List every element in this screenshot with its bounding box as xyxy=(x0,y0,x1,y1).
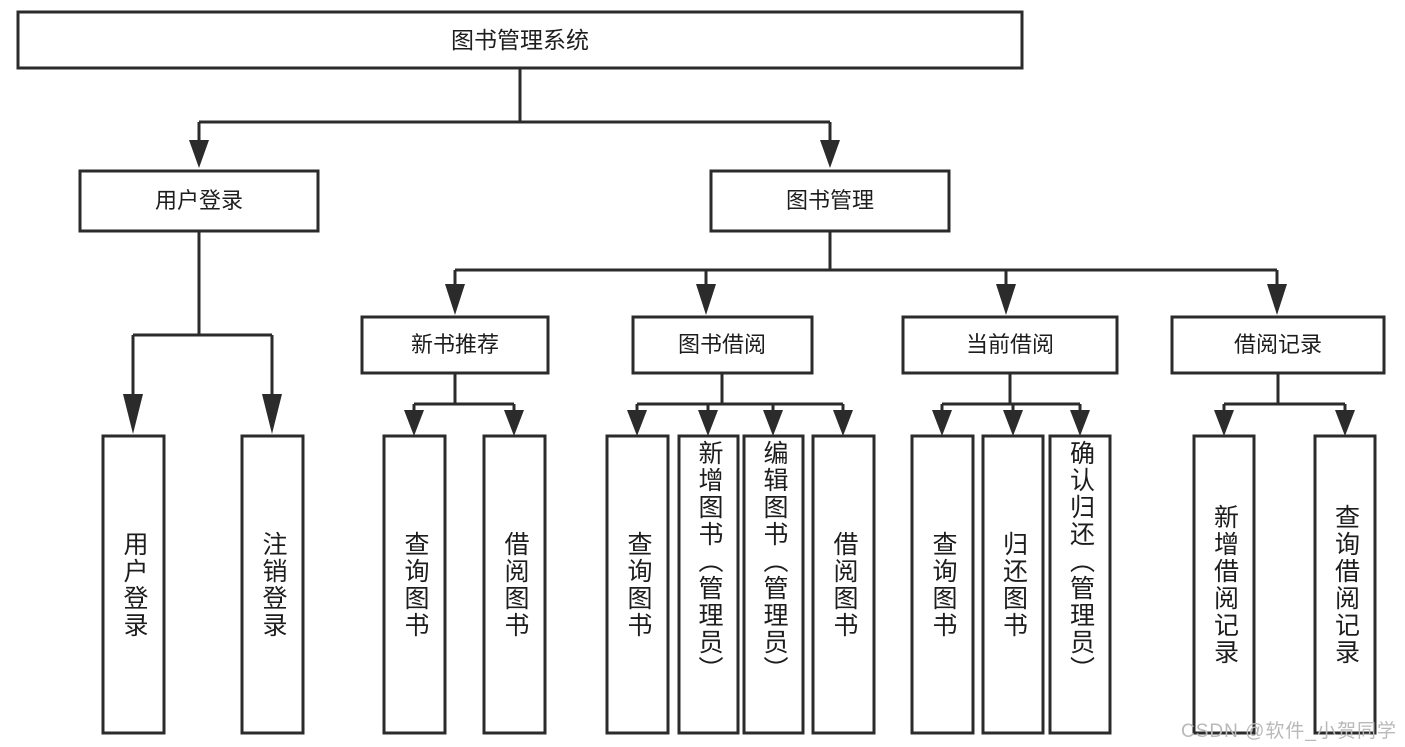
arrow-to-current-borrow xyxy=(996,284,1016,315)
arrow-to-leaf-query-book-3 xyxy=(932,410,952,436)
node-user-login[interactable]: 用户登录 xyxy=(78,169,320,233)
connector-book-management-to-level3 xyxy=(445,231,1287,315)
leaf-box-user-logout[interactable] xyxy=(240,434,305,735)
leaf-box-return-book[interactable] xyxy=(981,434,1045,735)
root-label: 图书管理系统 xyxy=(451,27,589,53)
node-new-book-recommend[interactable]: 新书推荐 xyxy=(360,315,550,375)
current-borrow-label: 当前借阅 xyxy=(966,332,1054,357)
leaf-box-query-book-2[interactable] xyxy=(605,434,670,735)
leaf-box-confirm-return[interactable] xyxy=(1048,434,1112,735)
arrow-to-leaf-add-record xyxy=(1214,410,1234,436)
leaf-box-edit-book[interactable] xyxy=(742,434,805,735)
arrow-to-leaf-confirm-return xyxy=(1070,410,1090,436)
borrow-record-label: 借阅记录 xyxy=(1234,332,1322,357)
book-management-label: 图书管理 xyxy=(786,188,874,213)
current-borrow-box xyxy=(901,315,1119,375)
arrow-to-book-management xyxy=(820,140,840,168)
node-borrow-record[interactable]: 借阅记录 xyxy=(1170,315,1386,375)
connector-root-to-level2 xyxy=(189,68,840,168)
new-book-recommend-box xyxy=(360,315,550,375)
leaf-box-borrow-book-1[interactable] xyxy=(482,434,547,735)
arrow-to-leaf-query-book-1 xyxy=(404,410,424,436)
arrow-to-leaf-add-book xyxy=(698,410,718,436)
leaf-box-add-record[interactable] xyxy=(1192,434,1256,735)
leaf-box-query-book-3[interactable] xyxy=(910,434,975,735)
arrow-to-new-book-recommend xyxy=(445,284,465,315)
root-box xyxy=(16,10,1024,70)
connector-user-login-to-leaves xyxy=(123,231,282,434)
arrow-to-leaf-query-record xyxy=(1335,410,1355,436)
node-current-borrow[interactable]: 当前借阅 xyxy=(901,315,1119,375)
connector-borrow-record-to-leaves xyxy=(1214,373,1355,436)
arrow-to-leaf-user-logout xyxy=(262,394,282,434)
arrow-to-leaf-edit-book xyxy=(763,410,783,436)
leaf-box-borrow-book-2[interactable] xyxy=(811,434,876,735)
arrow-to-leaf-user-login xyxy=(123,394,143,434)
leaf-box-query-record[interactable] xyxy=(1313,434,1377,735)
arrow-to-leaf-borrow-book-2 xyxy=(833,410,853,436)
node-root[interactable]: 图书管理系统 xyxy=(16,10,1024,70)
arrow-to-borrow-record xyxy=(1267,284,1287,315)
connector-book-borrow-to-leaves xyxy=(627,373,853,436)
node-book-borrow[interactable]: 图书借阅 xyxy=(631,315,814,375)
connector-current-borrow-to-leaves xyxy=(932,373,1090,436)
connector-new-book-recommend-to-leaves xyxy=(404,373,524,436)
leaf-box-add-book[interactable] xyxy=(677,434,740,735)
new-book-recommend-label: 新书推荐 xyxy=(411,332,499,357)
arrow-to-user-login xyxy=(189,140,209,168)
user-login-box xyxy=(78,169,320,233)
arrow-to-book-borrow xyxy=(696,284,716,315)
node-book-management[interactable]: 图书管理 xyxy=(709,169,951,233)
leaf-box-user-login[interactable] xyxy=(101,434,166,735)
leaf-box-query-book-1[interactable] xyxy=(382,434,447,735)
book-borrow-label: 图书借阅 xyxy=(678,332,766,357)
user-login-label: 用户登录 xyxy=(155,188,243,213)
arrow-to-leaf-query-book-2 xyxy=(627,410,647,436)
arrow-to-leaf-return-book xyxy=(1003,410,1023,436)
watermark-text: CSDN @软件_小贺同学 xyxy=(1181,721,1397,742)
arrow-to-leaf-borrow-book-1 xyxy=(504,410,524,436)
